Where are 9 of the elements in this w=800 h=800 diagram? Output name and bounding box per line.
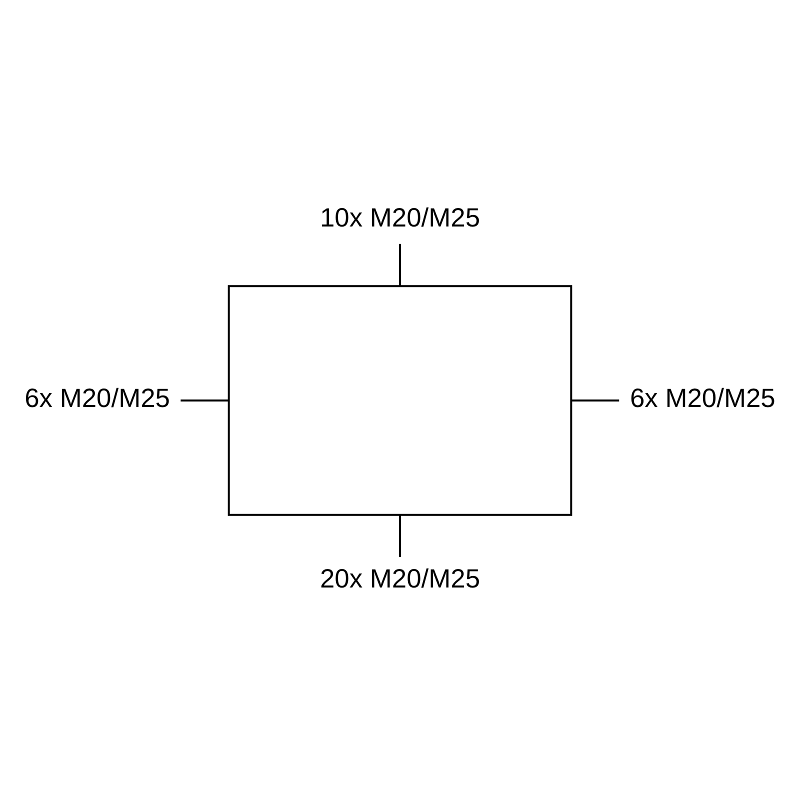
connector (399, 514, 401, 556)
connector (180, 399, 229, 401)
node-text: 20x M20/M25 (320, 563, 480, 594)
connector (571, 399, 620, 401)
node-box (228, 284, 572, 516)
node-text: 6x M20/M25 (630, 382, 776, 413)
connector (399, 243, 401, 286)
node-text: 6x M20/M25 (24, 382, 170, 413)
node-text: 10x M20/M25 (320, 202, 480, 232)
